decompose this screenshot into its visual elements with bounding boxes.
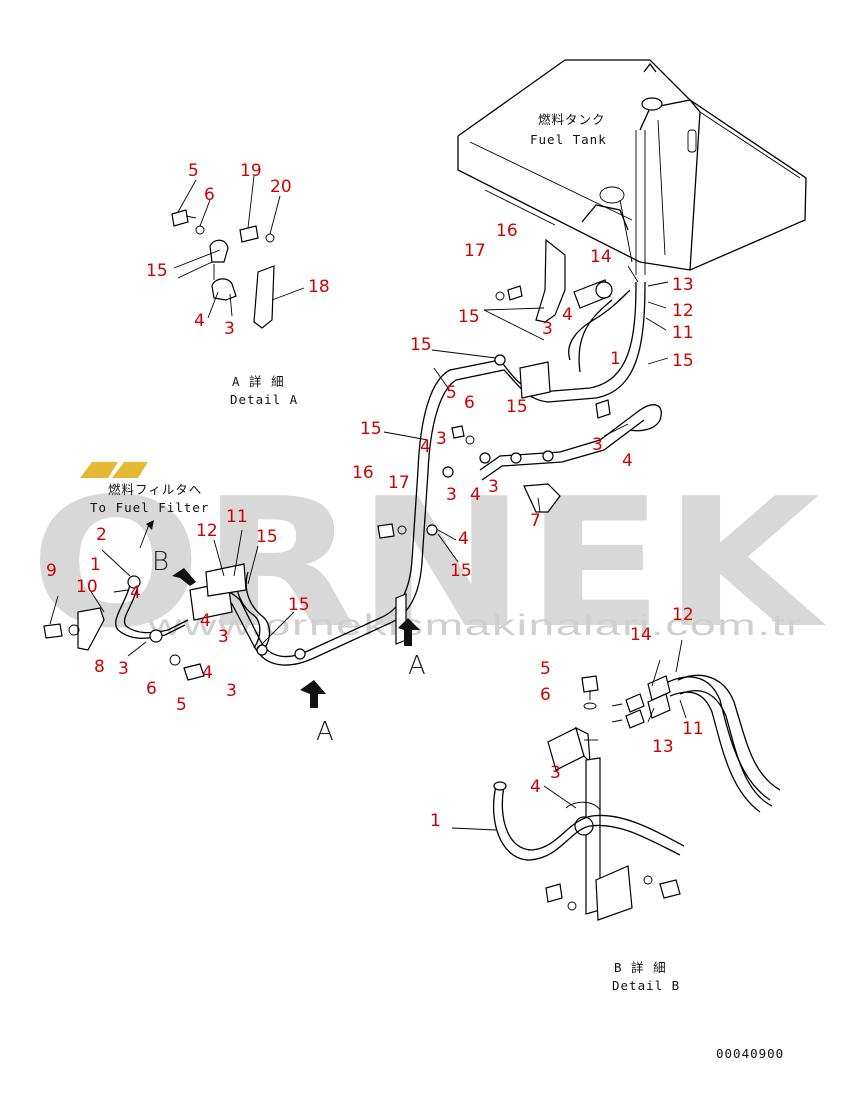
view-arrow-a-2 <box>300 680 326 708</box>
callout-number: 3 <box>118 659 129 679</box>
callout-number: 4 <box>622 451 633 471</box>
callout-number: 15 <box>410 335 432 355</box>
watermark-mark-left <box>80 462 118 478</box>
callout-number: 13 <box>652 737 674 757</box>
callout-number: 1 <box>430 811 441 831</box>
view-label-a-1: A <box>408 651 426 681</box>
callout-number: 15 <box>360 419 382 439</box>
callout-number: 4 <box>420 437 431 457</box>
callout-number: 3 <box>224 319 235 339</box>
detail-a <box>171 209 275 329</box>
fuel-tank-label-en: Fuel Tank <box>530 132 607 147</box>
watermark-mark-right <box>112 462 148 478</box>
callout-number: 4 <box>470 485 481 505</box>
drawing-number: 00040900 <box>716 1046 784 1061</box>
callout-number: 3 <box>542 319 553 339</box>
callout-number: 15 <box>288 595 310 615</box>
view-arrow-b <box>172 568 196 586</box>
callout-number: 20 <box>270 177 292 197</box>
fuel-tank <box>457 59 807 275</box>
callout-number: 15 <box>458 307 480 327</box>
callout-number: 5 <box>188 161 199 181</box>
callout-number: 6 <box>464 393 475 413</box>
callout-number: 3 <box>550 763 561 783</box>
callout-number: 17 <box>464 241 486 261</box>
view-arrow-a-1 <box>398 618 420 646</box>
callout-number: 15 <box>146 261 168 281</box>
watermark-url: www.ornekismakinalari.com.tr <box>146 609 803 642</box>
to-fuel-filter-label-jp: 燃料フィルタへ <box>108 482 202 497</box>
callout-number: 7 <box>530 511 541 531</box>
callout-number: 3 <box>226 681 237 701</box>
callout-number: 12 <box>672 605 694 625</box>
callout-number: 14 <box>630 625 652 645</box>
callout-number: 3 <box>218 627 229 647</box>
callout-number: 2 <box>96 525 107 545</box>
callout-number: 1 <box>90 555 101 575</box>
callout-number: 12 <box>196 521 218 541</box>
callout-number: 4 <box>202 663 213 683</box>
callout-number: 4 <box>530 777 541 797</box>
callout-number: 3 <box>436 429 447 449</box>
callout-number: 4 <box>458 529 469 549</box>
callout-number: 19 <box>240 161 262 181</box>
callout-number: 15 <box>672 351 694 371</box>
view-arrows <box>139 520 420 708</box>
text-labels: 燃料タンク Fuel Tank 燃料フィルタへ To Fuel Filter A… <box>90 112 784 1061</box>
leader-lines <box>49 175 687 831</box>
callout-number: 15 <box>506 397 528 417</box>
watermark: ORNEK www.ornekismakinalari.com.tr <box>30 460 827 667</box>
detail-a-label-en: Detail A <box>230 392 298 407</box>
callout-number: 8 <box>94 657 105 677</box>
callout-number: 4 <box>194 311 205 331</box>
callout-number: 5 <box>176 695 187 715</box>
callout-number: 15 <box>256 527 278 547</box>
callout-number: 11 <box>226 507 248 527</box>
callout-number: 11 <box>672 323 694 343</box>
callout-number: 4 <box>562 305 573 325</box>
view-label-a-2: A <box>316 717 334 747</box>
fuel-tank-label-jp: 燃料タンク <box>538 112 606 127</box>
view-label-b: B <box>152 547 169 577</box>
callout-number: 4 <box>200 611 211 631</box>
callouts: 5 6 19 20 15 18 4 3 17 16 14 13 12 11 15… <box>46 161 704 831</box>
callout-number: 11 <box>682 719 704 739</box>
detail-b-label-jp: B 詳 細 <box>614 960 667 975</box>
callout-number: 17 <box>388 473 410 493</box>
callout-number: 16 <box>496 221 518 241</box>
detail-b-label-en: Detail B <box>612 978 680 993</box>
watermark-brand: ORNEK <box>30 460 827 667</box>
callout-number: 9 <box>46 561 57 581</box>
callout-number: 6 <box>204 185 215 205</box>
brackets <box>43 238 613 681</box>
callout-number: 3 <box>488 477 499 497</box>
callout-number: 13 <box>672 275 694 295</box>
callout-number: 3 <box>592 435 603 455</box>
callout-number: 3 <box>446 485 457 505</box>
callout-number: 5 <box>540 659 551 679</box>
callout-number: 12 <box>672 301 694 321</box>
detail-a-label-jp: A 詳 細 <box>232 374 285 389</box>
callout-number: 15 <box>450 561 472 581</box>
callout-number: 10 <box>76 577 98 597</box>
to-fuel-filter-label-en: To Fuel Filter <box>90 500 209 515</box>
callout-number: 5 <box>446 383 457 403</box>
callout-number: 6 <box>540 685 551 705</box>
callout-number: 1 <box>610 349 621 369</box>
callout-number: 4 <box>130 583 141 603</box>
callout-number: 16 <box>352 463 374 483</box>
callout-number: 6 <box>146 679 157 699</box>
callout-number: 18 <box>308 277 330 297</box>
detail-b <box>492 674 781 921</box>
callout-number: 14 <box>590 247 612 267</box>
